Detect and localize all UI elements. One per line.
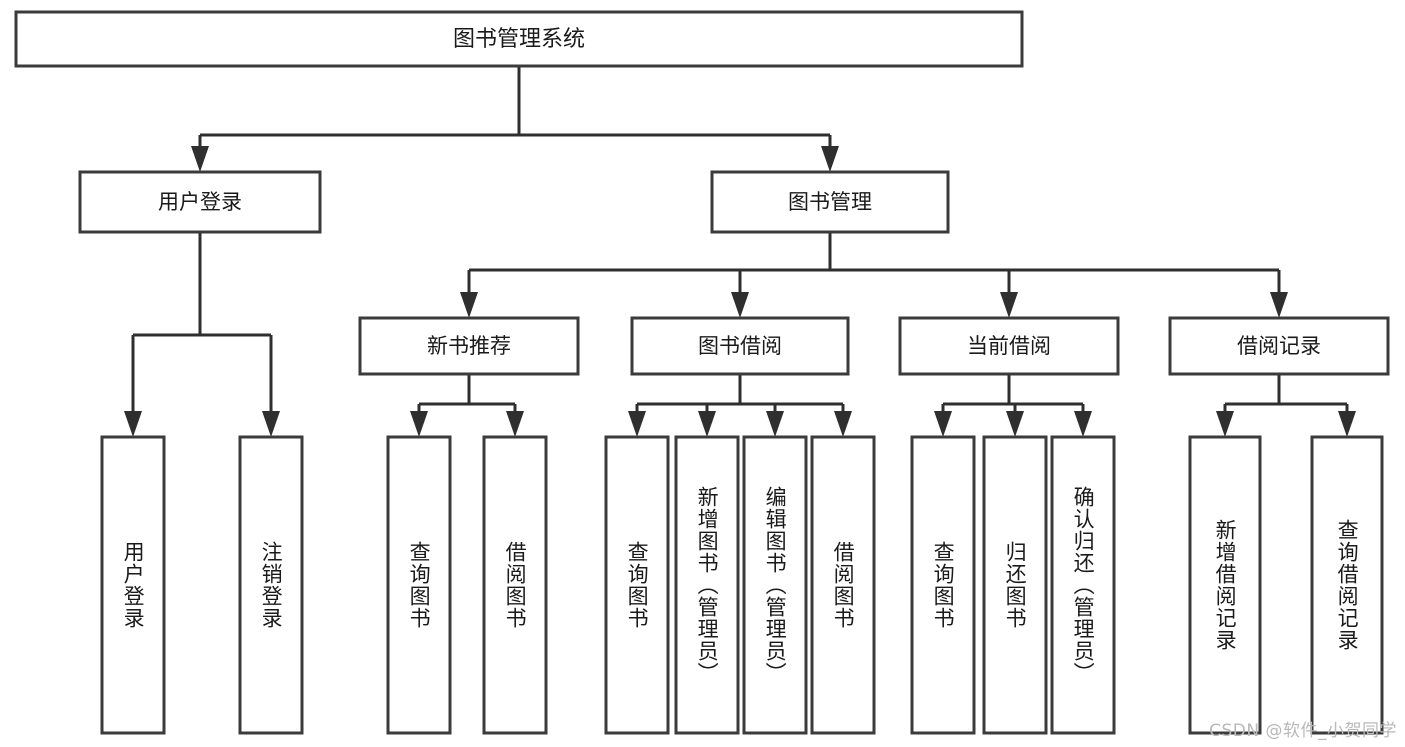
arrowhead-user-login-0 — [124, 411, 142, 437]
node-label-current-borrow: 当前借阅 — [967, 334, 1051, 358]
arrowhead-root-0 — [191, 146, 209, 172]
arrowhead-book-manage-1 — [731, 292, 749, 318]
node-box-user-login[interactable] — [78, 170, 322, 234]
node-box-book-manage[interactable] — [710, 170, 950, 234]
arrowhead-book-manage-2 — [1000, 292, 1018, 318]
arrowhead-borrow-record-1 — [1338, 411, 1356, 437]
node-box-current-borrow[interactable] — [898, 316, 1120, 376]
arrowhead-book-borrow-1 — [698, 411, 716, 437]
node-box-new-book-rec[interactable] — [358, 316, 580, 376]
arrowhead-book-borrow-2 — [766, 411, 784, 437]
node-box-borrow-record[interactable] — [1168, 316, 1390, 376]
arrowhead-new-book-rec-0 — [410, 411, 428, 437]
arrowhead-current-borrow-1 — [1006, 411, 1024, 437]
node-box-book-borrow[interactable] — [630, 316, 850, 376]
arrowhead-new-book-rec-1 — [506, 411, 524, 437]
arrowhead-root-1 — [821, 146, 839, 172]
connectors-layer — [124, 66, 1356, 437]
node-box-leaf-confirm-return[interactable] — [1050, 435, 1116, 735]
csdn-watermark: CSDN @软件_小贺同学 — [1209, 721, 1397, 741]
node-box-leaf-query-book-2[interactable] — [604, 435, 670, 735]
node-box-leaf-add-record[interactable] — [1188, 435, 1262, 735]
arrowhead-current-borrow-2 — [1074, 411, 1092, 437]
node-title-label: 图书管理系统 — [453, 27, 585, 52]
arrowhead-book-borrow-3 — [834, 411, 852, 437]
arrowhead-current-borrow-0 — [934, 411, 952, 437]
arrowhead-book-manage-0 — [460, 292, 478, 318]
node-box-leaf-edit-book[interactable] — [742, 435, 808, 735]
node-box-leaf-add-book[interactable] — [674, 435, 740, 735]
node-box-leaf-borrow-book-1[interactable] — [482, 435, 548, 735]
node-box-leaf-query-record[interactable] — [1310, 435, 1384, 735]
node-label-new-book-rec: 新书推荐 — [427, 334, 511, 358]
node-box-leaf-query-book-1[interactable] — [386, 435, 452, 735]
node-label-book-manage: 图书管理 — [788, 190, 872, 214]
node-label-book-borrow: 图书借阅 — [698, 334, 782, 358]
arrowhead-book-manage-3 — [1270, 292, 1288, 318]
arrowhead-borrow-record-0 — [1216, 411, 1234, 437]
arrowhead-book-borrow-0 — [628, 411, 646, 437]
node-label-borrow-record: 借阅记录 — [1237, 334, 1321, 358]
node-box-leaf-return-book[interactable] — [982, 435, 1048, 735]
node-box-leaf-logout[interactable] — [238, 435, 304, 735]
node-box-leaf-borrow-book-2[interactable] — [810, 435, 876, 735]
arrowhead-user-login-1 — [262, 411, 280, 437]
node-box-leaf-query-book-3[interactable] — [910, 435, 976, 735]
node-label-user-login: 用户登录 — [158, 190, 242, 214]
boxes-layer — [14, 10, 1390, 735]
node-box-leaf-user-login[interactable] — [100, 435, 166, 735]
node-title-box[interactable] — [14, 10, 1024, 68]
